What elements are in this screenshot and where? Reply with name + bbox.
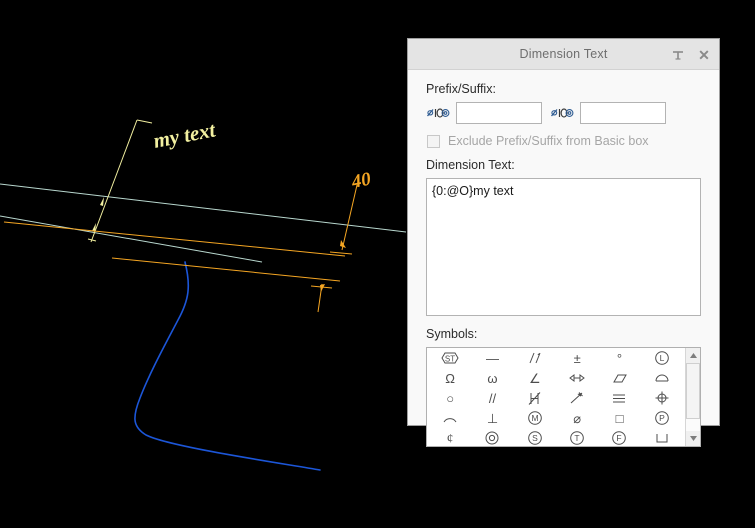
centerline-symbol[interactable]: ¢ — [429, 428, 471, 446]
dimension-text-label: Dimension Text: — [426, 158, 515, 172]
panel-titlebar[interactable]: Dimension Text ✕ — [408, 39, 719, 70]
svg-text:ST: ST — [445, 354, 455, 363]
svg-text:M: M — [531, 413, 538, 423]
close-glyph: ✕ — [698, 46, 710, 63]
tangent-plane-symbol[interactable]: T — [556, 428, 598, 446]
dimension-text-panel: Dimension Text ✕ Prefix/Suffix: — [407, 38, 720, 447]
dimension-40 — [3, 184, 358, 313]
prefix-suffix-row — [426, 102, 701, 124]
symbols-scrollbar[interactable] — [685, 348, 700, 446]
close-icon[interactable]: ✕ — [695, 46, 713, 64]
diameter-symbol-glyph: ⌀ — [573, 410, 582, 426]
svg-text:T: T — [575, 433, 580, 443]
svg-text:L: L — [659, 353, 664, 363]
parallelism-symbol[interactable]: // — [471, 388, 513, 408]
projected-tolerance-zone-symbol[interactable]: P — [641, 408, 683, 428]
prefix-suffix-label: Prefix/Suffix: — [426, 82, 496, 96]
profile-line-symbol[interactable] — [514, 348, 556, 368]
straightness-st-symbol[interactable]: ST — [429, 348, 471, 368]
degree-symbol[interactable]: ° — [598, 348, 640, 368]
free-state-symbol[interactable]: F — [598, 428, 640, 446]
angularity-symbol-glyph: ∠ — [528, 370, 541, 386]
auto-hide-pin-icon[interactable] — [669, 46, 687, 64]
geometry-lines — [0, 183, 407, 263]
suffix-dimension-symbol-icon[interactable] — [550, 106, 574, 120]
plus-minus-symbol-glyph: ± — [573, 350, 581, 366]
statistical-tolerance-s-symbol[interactable]: S — [514, 428, 556, 446]
arc-length-symbol[interactable] — [429, 408, 471, 428]
square-symbol-glyph: □ — [615, 410, 624, 426]
suffix-input[interactable] — [580, 102, 666, 124]
svg-text:¢: ¢ — [447, 431, 454, 446]
svg-text:F: F — [617, 433, 622, 443]
prefix-group — [426, 102, 542, 124]
symbols-label: Symbols: — [426, 327, 478, 341]
circularity-symbol-glyph: ○ — [446, 390, 455, 406]
straightness-line-symbol[interactable]: — — [471, 348, 513, 368]
scroll-down-arrow-icon[interactable] — [686, 431, 700, 446]
cad-annotation-my-text: my text — [151, 117, 218, 153]
omega-lowercase-symbol[interactable]: ω — [471, 368, 513, 388]
angularity-symbol[interactable]: ∠ — [514, 368, 556, 388]
cad-annotation-40: 40 — [349, 169, 373, 194]
counterbore-symbol[interactable] — [641, 428, 683, 446]
symbols-scroll-thumb[interactable] — [686, 363, 700, 419]
spherical-arc-symbol[interactable] — [641, 368, 683, 388]
titlebar-buttons: ✕ — [669, 39, 713, 70]
perpendicularity-symbol[interactable]: ⊥ — [471, 408, 513, 428]
panel-body: Prefix/Suffix: — [408, 70, 719, 447]
prefix-input[interactable] — [456, 102, 542, 124]
square-symbol[interactable]: □ — [598, 408, 640, 428]
plus-minus-symbol[interactable]: ± — [556, 348, 598, 368]
prefix-dimension-symbol-icon[interactable] — [426, 106, 450, 120]
spline-curve — [134, 261, 321, 471]
symbols-scroll-track[interactable] — [686, 363, 700, 431]
dimension-text-input[interactable] — [426, 178, 701, 316]
suffix-group — [550, 102, 666, 124]
exclude-prefix-suffix-checkbox[interactable] — [427, 134, 440, 148]
omega-lowercase-symbol-glyph: ω — [487, 370, 498, 386]
cylindricity-symbol[interactable] — [514, 388, 556, 408]
position-symbol[interactable] — [641, 388, 683, 408]
symmetry-symbol[interactable] — [598, 388, 640, 408]
omega-uppercase-symbol-glyph: Ω — [445, 370, 456, 386]
maximum-material-condition-symbol[interactable]: M — [514, 408, 556, 428]
least-material-condition-symbol[interactable]: L — [641, 348, 683, 368]
degree-symbol-glyph: ° — [616, 350, 623, 366]
concentricity-symbol[interactable] — [471, 428, 513, 446]
svg-text:S: S — [532, 433, 538, 443]
slope-arrow-symbol[interactable] — [556, 388, 598, 408]
diameter-symbol[interactable]: ⌀ — [556, 408, 598, 428]
perpendicularity-symbol-glyph: ⊥ — [486, 410, 499, 426]
circularity-symbol[interactable]: ○ — [429, 388, 471, 408]
exclude-prefix-suffix-row[interactable]: Exclude Prefix/Suffix from Basic box — [427, 134, 701, 148]
parallelism-symbol-glyph: // — [488, 390, 497, 406]
straightness-line-symbol-glyph: — — [485, 350, 499, 366]
omega-uppercase-symbol[interactable]: Ω — [429, 368, 471, 388]
svg-text:P: P — [659, 413, 665, 423]
exclude-prefix-suffix-label: Exclude Prefix/Suffix from Basic box — [448, 134, 649, 148]
dimension-my-text — [87, 119, 153, 243]
panel-title: Dimension Text — [519, 47, 608, 61]
between-symbol[interactable] — [556, 368, 598, 388]
scroll-up-arrow-icon[interactable] — [686, 348, 700, 363]
parallelogram-symbol[interactable] — [598, 368, 640, 388]
